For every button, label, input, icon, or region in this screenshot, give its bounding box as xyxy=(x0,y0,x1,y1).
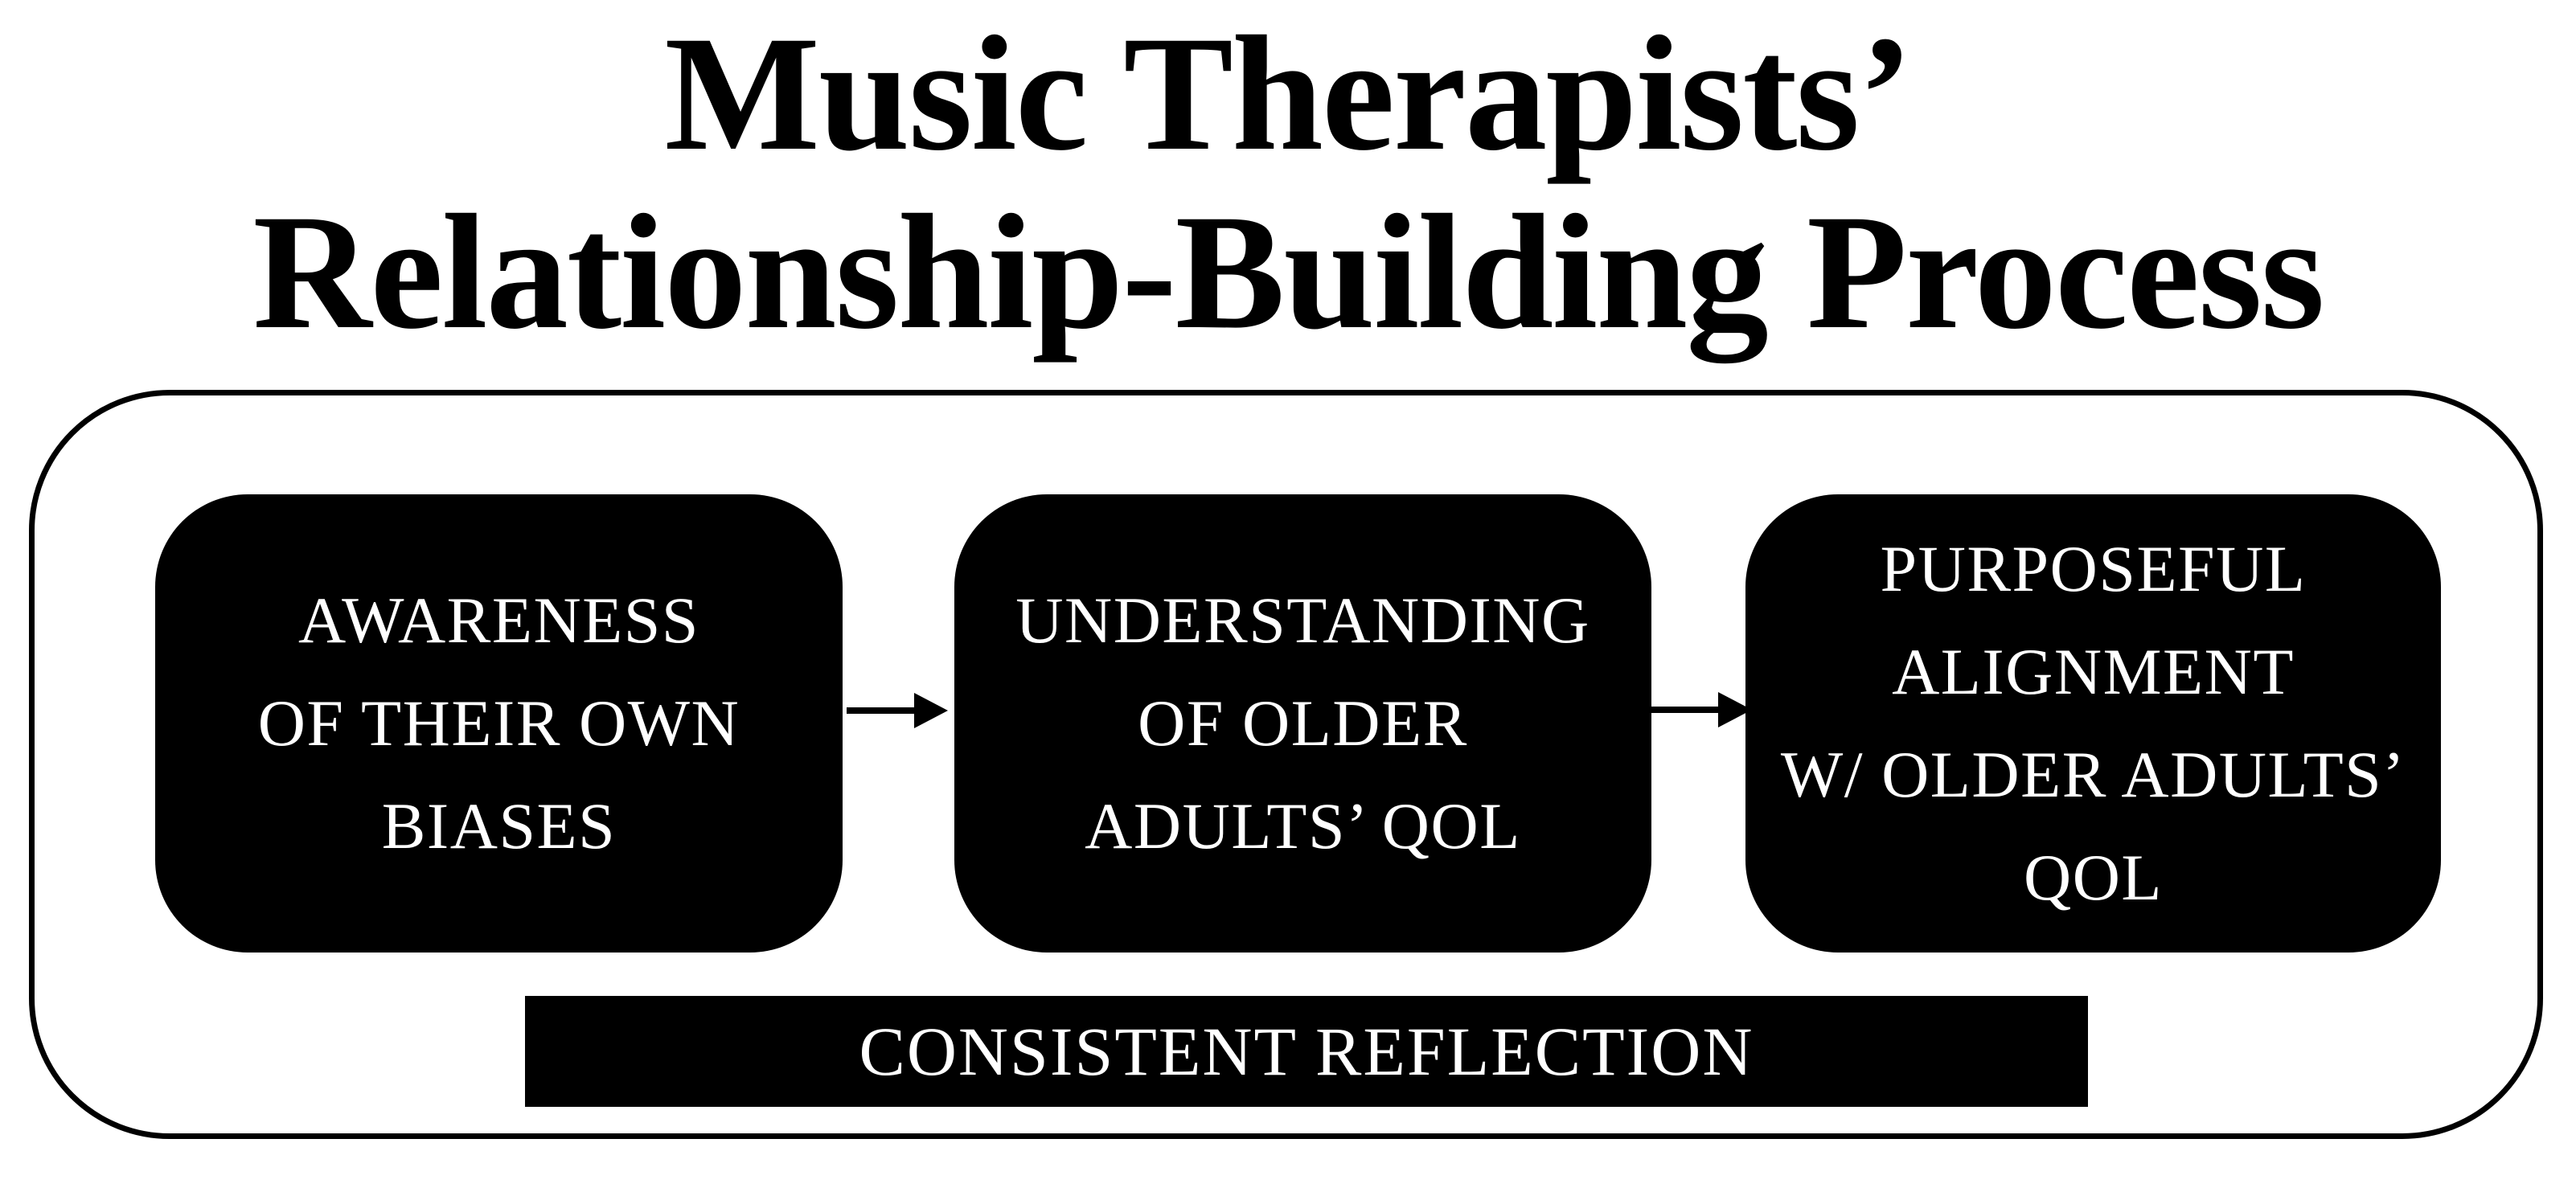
process-outline-container: AWARENESS OF THEIR OWN BIASES UNDERSTAND… xyxy=(29,390,2543,1139)
step-box-purposeful-alignment: PURPOSEFUL ALIGNMENT W/ OLDER ADULTS’ QO… xyxy=(1745,494,2441,953)
step-box-label: PURPOSEFUL ALIGNMENT W/ OLDER ADULTS’ QO… xyxy=(1781,518,2406,929)
right-arrow-icon xyxy=(847,693,948,728)
step-box-label: UNDERSTANDING OF OLDER ADULTS’ QOL xyxy=(1015,569,1589,878)
title-line-1: Music Therapists’ xyxy=(664,2,1913,185)
step-text-line: AWARENESS xyxy=(298,584,699,657)
step-text-line: BIASES xyxy=(381,789,617,862)
diagram-title: Music Therapists’ Relationship-Building … xyxy=(0,5,2576,362)
step-text-line: ALIGNMENT xyxy=(1892,635,2295,708)
step-text-line: QOL xyxy=(2023,841,2164,914)
step-text-line: OF THEIR OWN xyxy=(257,686,740,760)
title-line-2: Relationship-Building Process xyxy=(252,181,2324,363)
step-box-understanding-qol: UNDERSTANDING OF OLDER ADULTS’ QOL xyxy=(954,494,1651,953)
right-arrow-icon xyxy=(1651,692,1752,727)
consistent-reflection-label: CONSISTENT REFLECTION xyxy=(859,1013,1754,1090)
step-text-line: UNDERSTANDING xyxy=(1015,584,1590,657)
step-box-awareness-of-biases: AWARENESS OF THEIR OWN BIASES xyxy=(155,494,843,953)
step-text-line: PURPOSEFUL xyxy=(1880,532,2307,605)
step-text-line: OF OLDER xyxy=(1138,686,1468,760)
consistent-reflection-bar: CONSISTENT REFLECTION xyxy=(525,996,2088,1107)
step-text-line: W/ OLDER ADULTS’ xyxy=(1780,738,2406,811)
step-text-line: ADULTS’ QOL xyxy=(1085,789,1521,862)
step-box-label: AWARENESS OF THEIR OWN BIASES xyxy=(258,569,740,878)
